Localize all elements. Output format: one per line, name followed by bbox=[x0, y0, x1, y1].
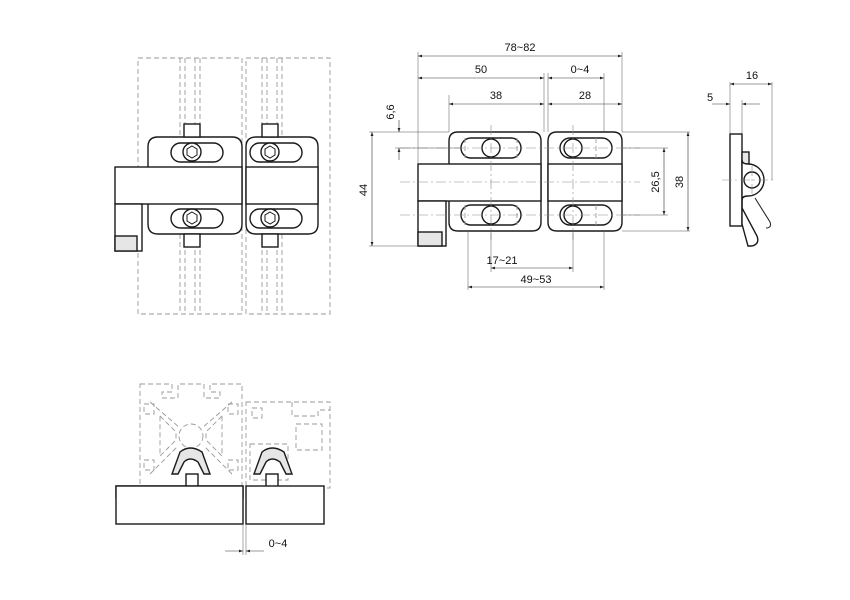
dim-16: 16 bbox=[746, 70, 758, 82]
dim-49-53: 49~53 bbox=[521, 274, 552, 286]
dim-0-4-bottom: 0~4 bbox=[269, 538, 288, 550]
section-view: 0~4 bbox=[115, 383, 331, 555]
latch-housing-left bbox=[114, 123, 243, 252]
dim-38-right: 38 bbox=[674, 176, 686, 188]
latch-section-right bbox=[245, 485, 325, 525]
dim-38-top: 38 bbox=[490, 90, 502, 102]
profile-section-right bbox=[245, 401, 331, 489]
dim-44: 44 bbox=[358, 184, 370, 196]
striker-part bbox=[547, 131, 623, 232]
bolt-part bbox=[417, 131, 542, 247]
front-view bbox=[114, 57, 331, 315]
dimensioned-view: 78~82 50 0~4 38 28 6,6 44 26,5 38 17~21 … bbox=[358, 42, 690, 290]
dim-17-21: 17~21 bbox=[487, 255, 518, 267]
latch-section-left bbox=[115, 485, 244, 525]
dim-0-4-top: 0~4 bbox=[571, 64, 590, 76]
dim-28: 28 bbox=[579, 90, 591, 102]
dim-78-82: 78~82 bbox=[505, 42, 536, 54]
dim-6-6: 6,6 bbox=[385, 104, 397, 119]
t-nut-right bbox=[253, 447, 293, 475]
t-nut-left bbox=[171, 447, 211, 475]
dim-5: 5 bbox=[707, 92, 713, 104]
dim-50: 50 bbox=[475, 64, 487, 76]
profile-section-left bbox=[139, 383, 243, 489]
side-view: 16 5 bbox=[707, 70, 776, 247]
dim-26-5: 26,5 bbox=[650, 171, 662, 192]
latch-housing-right bbox=[245, 123, 319, 248]
